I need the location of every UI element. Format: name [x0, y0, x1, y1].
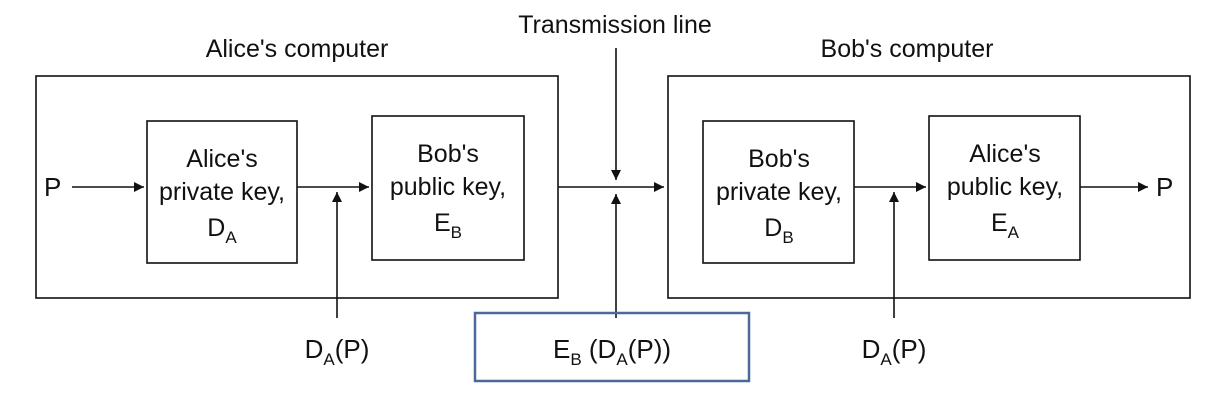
alice-computer-title: Alice's computer — [206, 35, 389, 63]
ciphertext-highlight-box — [473, 311, 751, 383]
bob-private-key-symbol: DB — [764, 214, 793, 247]
transmission-line-label: Transmission line — [518, 11, 712, 39]
alice-public-key-box — [928, 115, 1081, 261]
bob-private-key-box — [702, 120, 855, 264]
bob-public-key-line1: Bob's — [417, 140, 479, 168]
bob-public-key-box — [371, 115, 525, 261]
alice-public-key-symbol: EA — [991, 209, 1020, 242]
ciphertext-label: EB (DA(P)) — [553, 334, 671, 369]
alice-private-key-line1: Alice's — [186, 145, 257, 173]
alice-private-key-line2: private key, — [159, 178, 285, 206]
plaintext-output-label: P — [1156, 172, 1173, 202]
bob-private-key-line2: private key, — [716, 178, 842, 206]
right-signature-label: DA(P) — [862, 334, 927, 369]
alice-private-key-box — [146, 120, 298, 264]
alice-public-key-line1: Alice's — [969, 140, 1040, 168]
bob-computer-frame — [667, 75, 1191, 299]
bob-private-key-line1: Bob's — [748, 145, 810, 173]
bob-public-key-symbol: EB — [434, 209, 462, 242]
plaintext-input-label: P — [44, 172, 61, 202]
bob-computer-title: Bob's computer — [821, 35, 994, 63]
alice-private-key-symbol: DA — [207, 214, 237, 247]
left-signature-label: DA(P) — [305, 334, 370, 369]
alice-public-key-line2: public key, — [947, 173, 1063, 201]
bob-public-key-line2: public key, — [390, 173, 506, 201]
